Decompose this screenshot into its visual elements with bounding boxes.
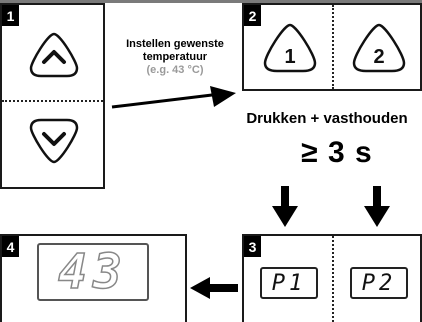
set-temperature-caption: Instellen gewenste temperatuur (e.g. 43 … [110, 38, 240, 77]
step3-divider [332, 236, 334, 322]
arrow-icon [364, 186, 390, 227]
p1-display-value: P1 [271, 270, 307, 296]
step2-badge: 2 [244, 5, 261, 26]
step3-panel: 3 P1 P2 [242, 234, 422, 322]
step4-panel: 4 43 [0, 234, 187, 322]
step1-badge: 1 [2, 5, 19, 26]
button-2[interactable]: 2 [352, 23, 406, 73]
arrow-icon [111, 86, 236, 109]
step2-panel: 2 1 2 [242, 3, 422, 91]
chevron-down-icon [42, 132, 66, 146]
step4-badge: 4 [2, 236, 19, 257]
p2-display-value: P2 [361, 270, 397, 296]
step3-badge: 3 [244, 236, 261, 257]
down-button[interactable] [29, 118, 79, 164]
chevron-up-icon [42, 50, 66, 64]
step1-panel: 1 [0, 3, 105, 189]
button-2-label: 2 [373, 46, 384, 68]
p2-display: P2 [350, 267, 408, 299]
temperature-display: 43 [37, 243, 149, 301]
top-bar [0, 0, 422, 3]
set-temperature-example: (e.g. 43 °C) [146, 64, 204, 76]
step1-divider [2, 100, 103, 102]
step2-divider [332, 5, 334, 89]
temperature-display-value: 43 [57, 243, 128, 301]
arrow-icon [190, 277, 238, 299]
press-hold-caption: Drukken + vasthouden [246, 110, 408, 127]
arrow-icon [272, 186, 298, 227]
up-button[interactable] [29, 32, 79, 78]
hold-duration-caption: ≥ 3 s [301, 136, 373, 169]
set-temperature-line1: Instellen gewenste [126, 38, 224, 50]
p1-display: P1 [260, 267, 318, 299]
button-1[interactable]: 1 [263, 23, 317, 73]
set-temperature-line2: temperatuur [142, 51, 208, 63]
button-1-label: 1 [284, 46, 295, 68]
